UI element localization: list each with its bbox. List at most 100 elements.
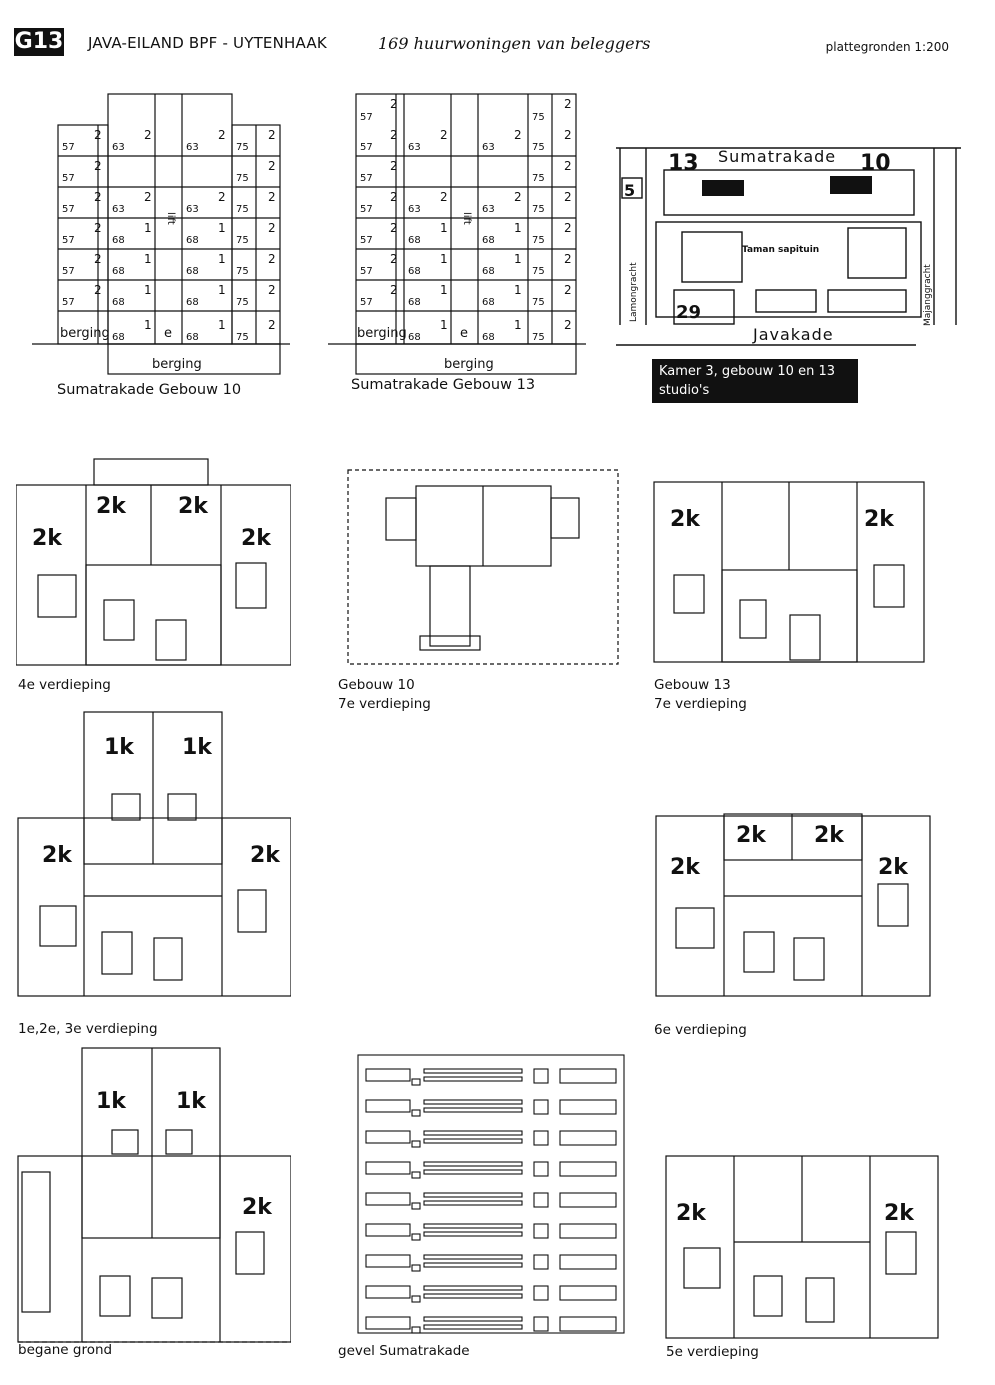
section-plan-label: 63 [408, 142, 421, 153]
section-plan-label: 57 [360, 266, 373, 277]
section-plan-gebouw-13: lift e berging berging 57 2 75 2 5726326… [328, 93, 586, 375]
unit-label: 1k [176, 1089, 207, 1114]
section-plan-label: 2 [94, 190, 102, 204]
facade-window [423, 1076, 523, 1082]
section-plan-label: 75 [532, 297, 545, 308]
section-plan-label: 2 [390, 283, 398, 297]
facade-window [533, 1285, 549, 1301]
section-plan-label: 68 [408, 332, 421, 343]
section-plan-label: 75 [236, 266, 249, 277]
facade-window [423, 1262, 523, 1268]
facade-window [559, 1161, 617, 1177]
section-plan-label: 57 [360, 297, 373, 308]
section-plan-label: 2 [440, 128, 448, 142]
unit-label: 2k [178, 494, 209, 519]
facade-window [423, 1169, 523, 1175]
floorplan-4e-verdieping: 2k 2k 2k 2k [16, 458, 291, 666]
section-plan-label: 1 [440, 283, 448, 297]
map-canal-left: Lamongracht [629, 262, 639, 322]
facade-window [559, 1223, 617, 1239]
map-number-13: 13 [668, 151, 699, 176]
facade-window [411, 1326, 421, 1334]
section-plan-label: 68 [482, 235, 495, 246]
unit-label: 1k [104, 735, 135, 760]
caption-gebouw-13-7e: Gebouw 13 7e verdieping [654, 676, 747, 714]
unit-label: 2k [242, 1195, 273, 1220]
section-plan-label: 75 [236, 235, 249, 246]
facade-window [365, 1254, 411, 1268]
unit-label: 2k [42, 843, 73, 868]
floorplan-begane-grond: 1k 1k 2k [17, 1047, 291, 1343]
section-plan-label: 68 [482, 332, 495, 343]
facade-window [423, 1192, 523, 1198]
facade-window [423, 1200, 523, 1206]
section-plan-label: 2 [144, 128, 152, 142]
map-number-10: 10 [860, 151, 891, 176]
section-plan-label: 1 [514, 221, 522, 235]
facade-window [533, 1099, 549, 1115]
section-plan-label: 2 [268, 190, 276, 204]
section-plan-label: 57 [360, 173, 373, 184]
map-legend-line-2: studio's [659, 383, 710, 398]
berging-basement-label: berging [152, 357, 202, 372]
section-plan-label: 2 [218, 190, 226, 204]
facade-window [411, 1264, 421, 1272]
unit-label: 2k [864, 507, 895, 532]
floorplan-6e-verdieping: 2k 2k 2k 2k [655, 813, 931, 997]
map-canal-right: Majanggracht [923, 264, 933, 326]
section-plan-label: 68 [186, 332, 199, 343]
section-plan-label: 1 [218, 318, 226, 332]
section-plan-label: 2 [390, 128, 398, 142]
unit-label: 2k [96, 494, 127, 519]
facade-window [423, 1285, 523, 1291]
facade-window [533, 1130, 549, 1146]
section-plan-label: 75 [236, 297, 249, 308]
berging-basement-label: berging [444, 357, 494, 372]
section-plan-label: 2 [564, 128, 572, 142]
unit-label: 2k [241, 526, 272, 551]
section-plan-label: 1 [144, 252, 152, 266]
section-plan-label: 2 [268, 318, 276, 332]
lift-bottom-label: e [460, 326, 468, 341]
section-plan-label: 63 [186, 142, 199, 153]
section-plan-label: 1 [218, 252, 226, 266]
facade-window [423, 1293, 523, 1299]
section-plan-label: 57 [62, 235, 75, 246]
map-street-bottom: Javakade [752, 325, 834, 344]
unit-label: 2k [670, 855, 701, 880]
section-plan-label: 1 [144, 318, 152, 332]
facade-window [533, 1192, 549, 1208]
section-plan-label: 1 [218, 283, 226, 297]
top-left-rooms: 2 [390, 97, 398, 111]
lift-bottom-label: e [164, 326, 172, 341]
caption-line-1: Gebouw 13 [654, 677, 731, 693]
section-plan-label: 68 [186, 235, 199, 246]
facade-window [423, 1161, 523, 1167]
facade-window [411, 1202, 421, 1210]
top-right-area: 75 [532, 112, 545, 123]
facade-window [411, 1109, 421, 1117]
section-plan-label: 57 [62, 297, 75, 308]
unit-label: 2k [884, 1201, 915, 1226]
facade-window [365, 1223, 411, 1237]
facade-window [423, 1068, 523, 1074]
facade-window [423, 1231, 523, 1237]
section-plan-label: 2 [390, 190, 398, 204]
facade-window [411, 1171, 421, 1179]
section-plan-label: 2 [268, 159, 276, 173]
section-plan-label: 75 [532, 204, 545, 215]
section-plan-label: 1 [440, 318, 448, 332]
facade-window [411, 1078, 421, 1086]
section-plan-label: 68 [112, 235, 125, 246]
section-plan-label: 2 [268, 128, 276, 142]
caption-6e-verdieping: 6e verdieping [654, 1022, 747, 1038]
section-plan-label: 68 [408, 266, 421, 277]
facade-window [423, 1138, 523, 1144]
section-plan-label: 68 [186, 297, 199, 308]
facade-window [559, 1130, 617, 1146]
section-plan-label: 63 [112, 142, 125, 153]
site-map: 13 Sumatrakade 10 5 Taman sapituin 29 Ja… [616, 147, 961, 346]
facade-window [365, 1192, 411, 1206]
caption-4e-verdieping: 4e verdieping [18, 677, 111, 693]
section-plan-label: 57 [62, 142, 75, 153]
